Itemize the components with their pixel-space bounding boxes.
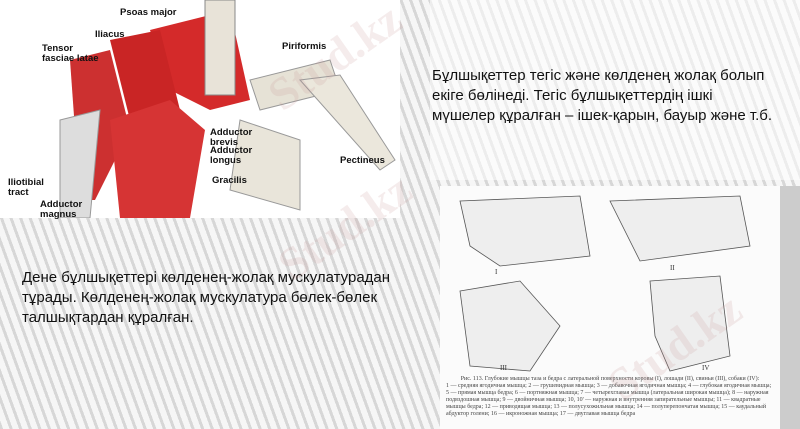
panel-label-ii: II (670, 264, 675, 272)
label-psoas-major: Psoas major (120, 7, 177, 18)
panel-label-iii: III (500, 364, 507, 372)
animal-pelvis-drawings (459, 195, 751, 372)
label-gracilis: Gracilis (212, 175, 247, 186)
text-striated-muscle: Дене бұлшықеттері көлденең-жолақ мускула… (22, 269, 391, 326)
label-adductor-longus: Adductor longus (210, 145, 253, 166)
label-iliotibial-tract: Iliotibial tract (8, 177, 44, 198)
text-muscle-types: Бұлшықеттер тегіс және көлденең жолақ бо… (432, 67, 772, 124)
label-pectineus: Pectineus (340, 155, 385, 166)
scanned-figure: I II III IV Рис. 113. Глубокие мышцы таз… (440, 186, 780, 429)
anatomy-image: Psoas major Iliacus Tensor fasciae latae… (0, 0, 400, 220)
label-adductor-brevis: Adductor brevis (210, 127, 253, 148)
caption-legend: 1 — средняя ягодичная мышца; 2 — грушеви… (446, 383, 772, 417)
figure-caption: Рис. 113. Глубокие мышцы таза и бедра с … (446, 376, 774, 418)
label-iliacus: Iliacus (95, 29, 125, 40)
label-piriformis: Piriformis (282, 41, 327, 52)
side-strip (780, 186, 800, 429)
label-adductor-magnus: Adductor magnus (40, 199, 83, 220)
panel-label-i: I (495, 268, 498, 276)
background-fade (430, 0, 800, 180)
panel-label-iv: IV (702, 364, 710, 372)
caption-title: Рис. 113. Глубокие мышцы таза и бедра с … (460, 376, 760, 382)
label-tensor-fasciae-latae: Tensor fasciae latae (42, 43, 99, 64)
pelvis-muscles-illustration (59, 0, 396, 219)
